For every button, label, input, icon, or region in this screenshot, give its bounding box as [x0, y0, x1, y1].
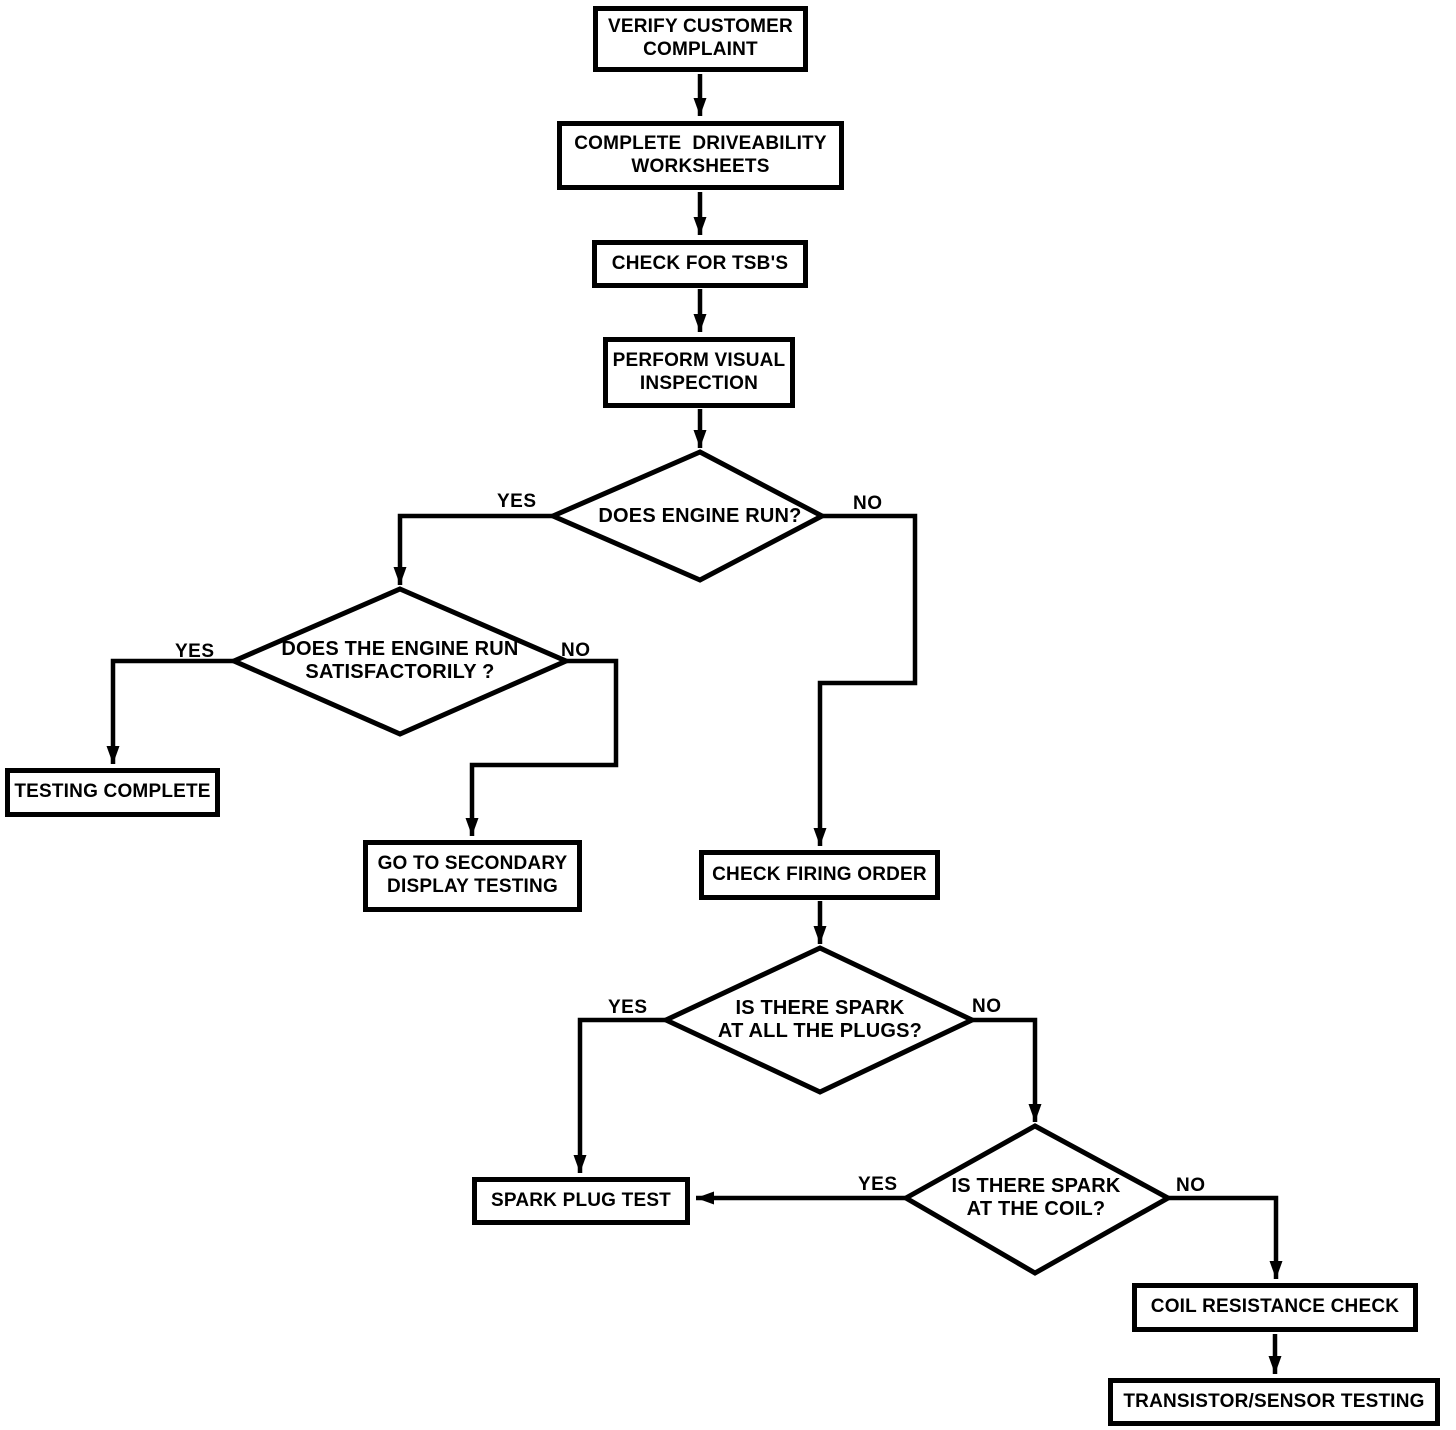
node-verify-customer-complaint: VERIFY CUSTOMER COMPLAINT: [593, 6, 808, 72]
node-coil-resistance-check: COIL RESISTANCE CHECK: [1132, 1283, 1418, 1332]
connector-plugs-no: [972, 1017, 1042, 1122]
diamond-label-spark-at-all-plugs: IS THERE SPARK AT ALL THE PLUGS?: [717, 997, 923, 1042]
node-transistor-sensor-testing: TRANSISTOR/SENSOR TESTING: [1108, 1378, 1440, 1426]
node-testing-complete: TESTING COMPLETE: [5, 768, 220, 817]
node-spark-plug-test: SPARK PLUG TEST: [472, 1177, 690, 1225]
diamond-spark-at-all-plugs: [660, 945, 978, 1095]
edge-label-coil-no: NO: [1176, 1175, 1206, 1196]
diamond-label-does-engine-run-satisfactorily: DOES THE ENGINE RUN SATISFACTORILY ?: [281, 638, 519, 683]
diamond-label-does-engine-run: DOES ENGINE RUN?: [598, 505, 802, 527]
connector-plugs-yes: [573, 1017, 666, 1173]
diamond-does-engine-run: [546, 449, 828, 583]
connector-satisfactorily-yes: [106, 658, 234, 764]
connector-engine-run-yes: [393, 513, 553, 585]
node-check-for-tsbs: CHECK FOR TSB'S: [592, 240, 808, 288]
edge-label-satisfactorily-no: NO: [561, 640, 591, 661]
node-check-firing-order: CHECK FIRING ORDER: [699, 850, 940, 900]
edge-label-satisfactorily-yes: YES: [175, 641, 215, 662]
edge-label-plugs-no: NO: [972, 996, 1002, 1017]
connector-engine-run-no: [813, 513, 918, 846]
connector-coil-no: [1168, 1195, 1283, 1279]
edge-label-coil-yes: YES: [858, 1174, 898, 1195]
diamond-spark-at-coil: [900, 1123, 1174, 1276]
edge-label-engine-run-yes: YES: [497, 491, 537, 512]
diamond-does-engine-run-satisfactorily: [227, 586, 573, 737]
connector-satisfactorily-no: [465, 658, 619, 836]
edge-label-engine-run-no: NO: [853, 493, 883, 514]
diamond-label-spark-at-coil: IS THERE SPARK AT THE COIL?: [951, 1175, 1121, 1220]
node-go-to-secondary-display-testing: GO TO SECONDARY DISPLAY TESTING: [363, 840, 582, 912]
node-complete-driveability-worksheets: COMPLETE DRIVEABILITY WORKSHEETS: [557, 121, 844, 190]
node-perform-visual-inspection: PERFORM VISUAL INSPECTION: [603, 337, 795, 408]
edge-label-plugs-yes: YES: [608, 997, 648, 1018]
